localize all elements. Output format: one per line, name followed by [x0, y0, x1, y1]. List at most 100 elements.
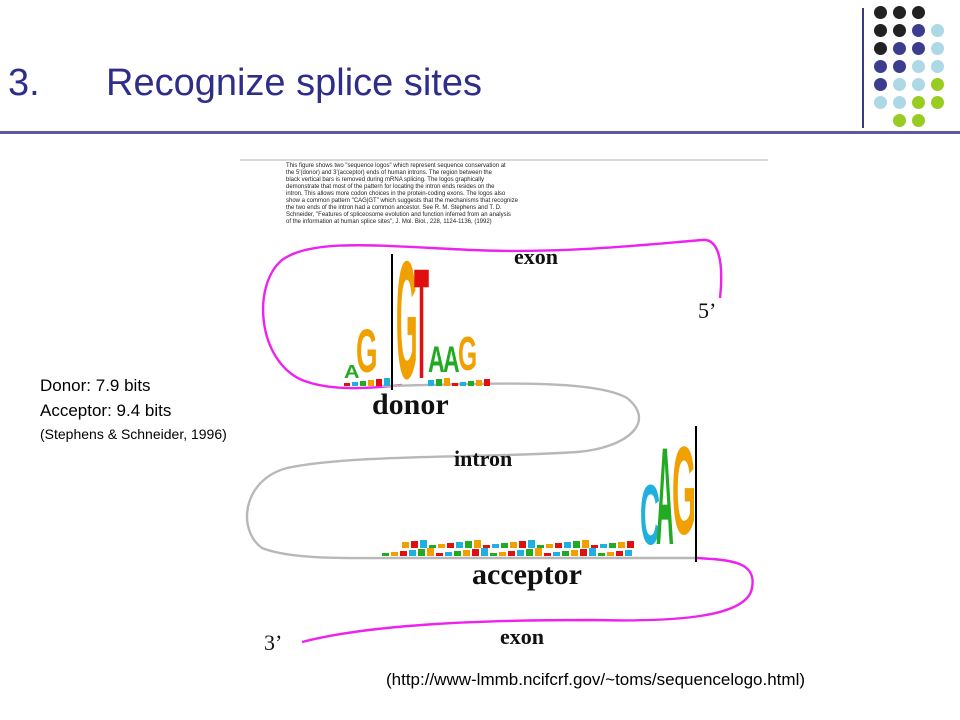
- minor-base-mark: [616, 551, 623, 556]
- figure-caption-line: Schneider, "Features of spliceosome evol…: [286, 212, 511, 218]
- minor-base-mark: [535, 548, 542, 556]
- minor-base-mark: [508, 551, 515, 556]
- minor-base-mark: [428, 380, 434, 386]
- decor-dot: [912, 6, 925, 19]
- minor-base-mark: [553, 552, 560, 556]
- minor-base-mark: [456, 542, 463, 548]
- minor-base-mark: [454, 551, 461, 556]
- decor-dot: [931, 96, 944, 109]
- minor-base-mark: [481, 548, 488, 556]
- minor-base-mark: [438, 544, 445, 548]
- decor-dot: [931, 24, 944, 37]
- minor-base-mark: [420, 540, 427, 548]
- minor-base-mark: [391, 552, 398, 556]
- minor-base-mark: [589, 548, 596, 556]
- title-divider: [0, 131, 960, 134]
- label-exon-bottom: exon: [500, 624, 544, 649]
- minor-base-mark: [368, 380, 374, 386]
- decor-dot: [893, 24, 906, 37]
- minor-base-mark: [460, 382, 466, 386]
- minor-base-mark: [384, 378, 390, 386]
- acceptor-logo-letter: A: [656, 420, 674, 575]
- minor-base-mark: [609, 543, 616, 548]
- label-donor: donor: [372, 388, 449, 421]
- figure-caption-line: demonstrate that most of the pattern for…: [286, 184, 495, 190]
- minor-base-mark: [344, 383, 350, 386]
- acceptor-bits: Acceptor: 9.4 bits: [40, 401, 172, 420]
- decor-dot: [893, 60, 906, 73]
- minor-base-mark: [526, 549, 533, 556]
- minor-base-mark: [429, 545, 436, 548]
- intron-curve: [245, 382, 697, 560]
- minor-base-mark: [546, 544, 553, 548]
- donor-logo-letter: A: [344, 362, 360, 382]
- minor-base-mark: [598, 553, 605, 556]
- minor-base-mark: [376, 379, 382, 386]
- stats-citation: (Stephens & Schneider, 1996): [40, 426, 227, 442]
- label-acceptor: acceptor: [472, 558, 582, 591]
- decor-dot: [931, 42, 944, 55]
- minor-base-mark: [600, 544, 607, 548]
- decor-dot: [893, 114, 906, 127]
- minor-base-mark: [418, 549, 425, 556]
- minor-base-mark: [447, 543, 454, 548]
- minor-base-mark: [436, 379, 442, 386]
- figure-caption: This figure shows two "sequence logos" w…: [286, 163, 519, 225]
- logo-minor-bases: [344, 378, 634, 556]
- label-five-prime: 5’: [698, 298, 716, 323]
- decor-dot: [893, 6, 906, 19]
- minor-base-mark: [427, 548, 434, 556]
- figure-caption-line: of the information at human splice sites…: [286, 219, 492, 225]
- acceptor-logo-letter: G: [672, 421, 696, 561]
- donor-logo-letter: T: [414, 235, 429, 411]
- minor-base-mark: [625, 550, 632, 556]
- minor-base-mark: [544, 553, 551, 556]
- label-three-prime: 3’: [264, 630, 282, 655]
- donor-logo-letter: G: [356, 318, 378, 386]
- splice-stats: Donor: 7.9 bits Acceptor: 9.4 bits (Step…: [40, 373, 227, 445]
- decor-dot: [893, 42, 906, 55]
- minor-base-mark: [562, 551, 569, 556]
- decor-dot: [874, 78, 887, 91]
- minor-base-mark: [571, 550, 578, 556]
- minor-base-mark: [564, 542, 571, 548]
- minor-base-mark: [402, 542, 409, 548]
- decor-dot: [874, 42, 887, 55]
- minor-base-mark: [627, 541, 634, 548]
- decor-dot: [874, 6, 887, 19]
- decor-dot: [912, 96, 925, 109]
- minor-base-mark: [468, 381, 474, 386]
- minor-base-mark: [465, 541, 472, 548]
- minor-base-mark: [436, 553, 443, 556]
- exon-curve-bottom: [301, 556, 754, 644]
- figure-caption-line: black vertical bars is removed during mR…: [286, 177, 484, 183]
- label-intron: intron: [454, 446, 512, 471]
- figure-caption-line: the two ends of the intron had a common …: [286, 205, 502, 211]
- minor-base-mark: [411, 541, 418, 548]
- decor-dot: [874, 60, 887, 73]
- minor-base-mark: [517, 550, 524, 556]
- decor-dot: [912, 78, 925, 91]
- minor-base-mark: [472, 549, 479, 556]
- minor-base-mark: [492, 544, 499, 548]
- donor-logo-letter: A: [428, 338, 445, 380]
- minor-base-mark: [555, 543, 562, 548]
- minor-base-mark: [382, 553, 389, 556]
- minor-base-mark: [510, 542, 517, 548]
- minor-base-mark: [618, 542, 625, 548]
- figure-caption-line: show a common pattern "CAG|GT" which sug…: [286, 198, 519, 204]
- figure-caption-line: This figure shows two "sequence logos" w…: [286, 163, 506, 169]
- donor-logo-letter: G: [458, 327, 477, 381]
- minor-base-mark: [580, 549, 587, 556]
- minor-base-mark: [445, 552, 452, 556]
- minor-base-mark: [452, 383, 458, 386]
- minor-base-mark: [444, 378, 450, 386]
- minor-base-mark: [582, 540, 589, 548]
- minor-base-mark: [490, 553, 497, 556]
- minor-base-mark: [474, 540, 481, 548]
- acceptor-logo: CAG: [640, 420, 696, 575]
- decor-dot: [874, 24, 887, 37]
- donor-logo-letter: G: [396, 226, 418, 414]
- minor-base-mark: [484, 379, 490, 386]
